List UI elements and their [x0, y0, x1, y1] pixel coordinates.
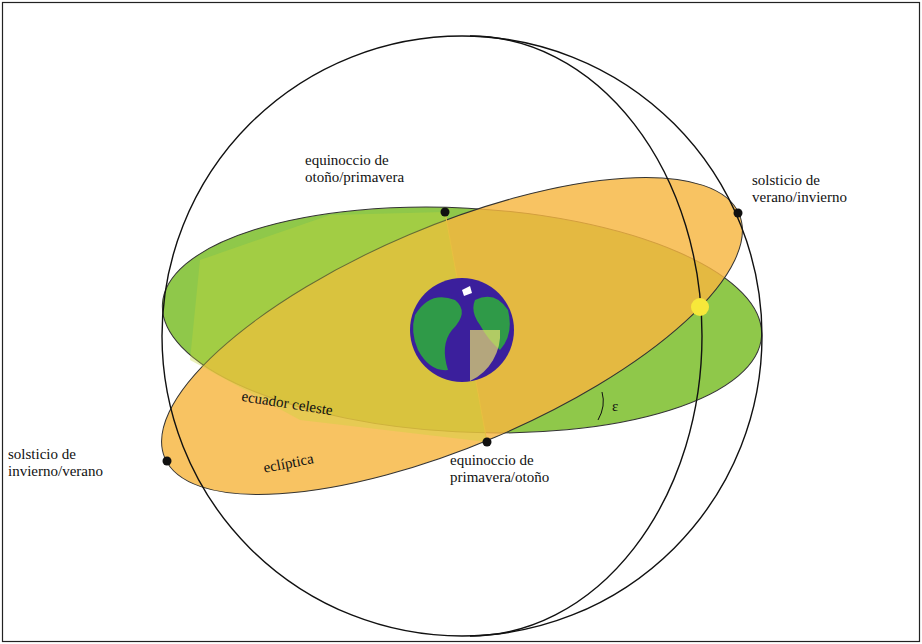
angle-symbol: ε	[612, 398, 618, 415]
equinox-point	[441, 208, 450, 217]
solstice-label: solsticio de verano/invierno	[752, 172, 872, 206]
obliquity-arc	[598, 392, 603, 420]
sphere-outline	[162, 36, 762, 636]
equinox-label: equinoccio de otoño/primavera	[305, 152, 430, 186]
frame	[3, 3, 920, 642]
ecliptic-plane	[122, 113, 782, 559]
solstice-point	[163, 457, 172, 466]
solstice-point	[734, 209, 743, 218]
solstice-label: solsticio de invierno/verano	[8, 446, 128, 480]
earth	[410, 278, 514, 382]
sun	[691, 298, 709, 316]
equinox-point	[483, 438, 492, 447]
hour-circle	[470, 36, 702, 636]
plane-overlap	[190, 212, 487, 442]
equinox-label: equinoccio de primavera/otoño	[450, 452, 585, 486]
